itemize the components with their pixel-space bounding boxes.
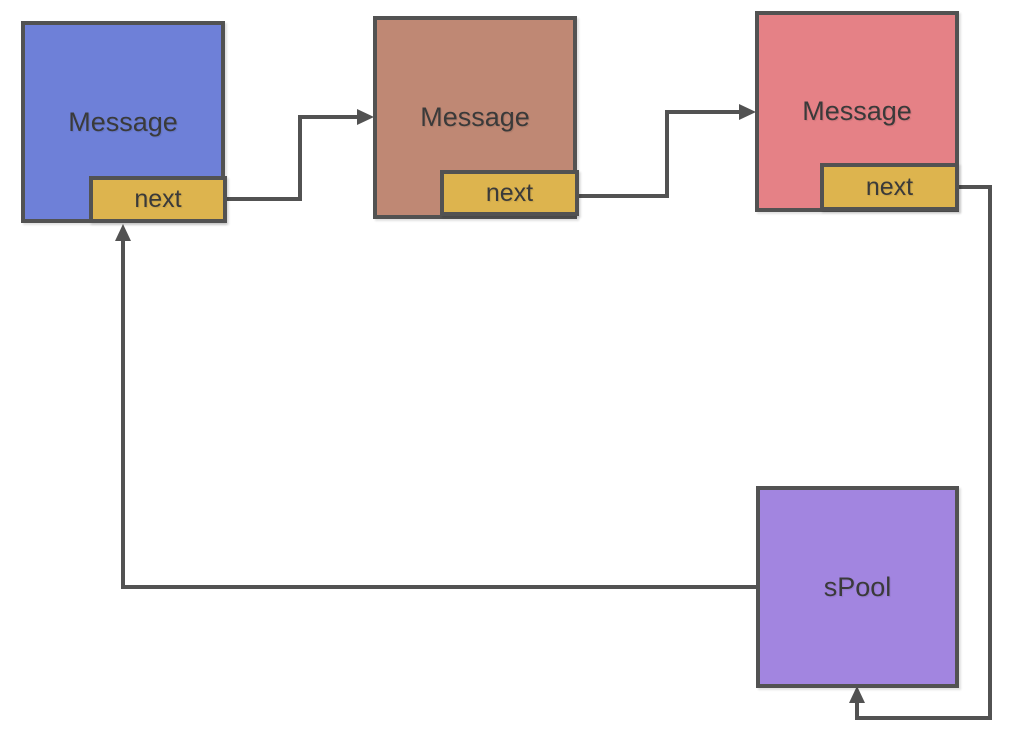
pointer-tab-next-3[interactable]: next (820, 163, 959, 211)
edge-spool-to-message1-next[interactable] (115, 224, 757, 589)
node-spool-label: sPool (823, 571, 892, 602)
arrowhead-into-message2 (357, 109, 374, 125)
pointer-tab-next-1[interactable]: next (89, 176, 227, 223)
node-spool[interactable]: sPool (756, 486, 959, 688)
arrowhead-into-spool (849, 686, 865, 703)
node-message-1-label: Message (68, 106, 178, 137)
pointer-tab-next-1-label: next (134, 185, 182, 213)
arrowhead-into-message3 (739, 104, 756, 120)
arrowhead-into-message1-next (115, 224, 131, 241)
node-message-2-label: Message (420, 102, 530, 132)
node-message-3-label: Message (802, 96, 912, 126)
pointer-tab-next-2-label: next (485, 178, 534, 207)
edge-message1-next-to-message2[interactable] (227, 109, 374, 201)
pointer-tab-next-2[interactable]: next (440, 170, 579, 216)
pointer-tab-next-3-label: next (865, 172, 914, 201)
edge-message2-next-to-message3[interactable] (578, 104, 756, 198)
